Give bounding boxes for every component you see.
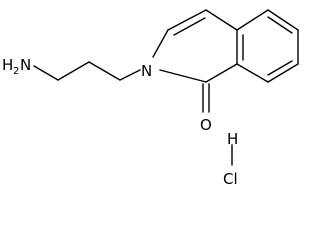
amine-subscript: 2 [13,66,19,77]
bond-c8a-c1 [205,63,238,83]
bond-n-c3a [152,29,169,58]
bond-c3-n [119,69,141,81]
hcl-h-label: H [227,130,238,148]
amine-n-label: N [20,56,31,74]
bond-c7-c8 [267,63,299,83]
hcl-cl-label: Cl [223,170,238,188]
bond-c5-c6 [267,9,299,31]
bond-c5-c6-double [267,16,293,34]
bond-c3a-c4 [167,9,207,31]
carbonyl-o-label: O [200,116,212,134]
bond-nh2-c1 [33,65,59,81]
bond-c3a-c4-double [173,17,206,36]
structure-diagram: H 2 N N O H Cl [2,9,299,188]
bond-c4-c4a [205,9,238,31]
bond-c8-c8a [236,63,269,83]
bond-c2-c3 [88,61,121,81]
bond-c7-c8-double [267,60,293,76]
ring-n-label: N [141,62,152,80]
bond-c1-c2 [57,61,90,81]
amine-h-label: H [2,56,13,74]
bond-c1-n [159,69,207,83]
bond-c4a-c5 [236,9,269,31]
